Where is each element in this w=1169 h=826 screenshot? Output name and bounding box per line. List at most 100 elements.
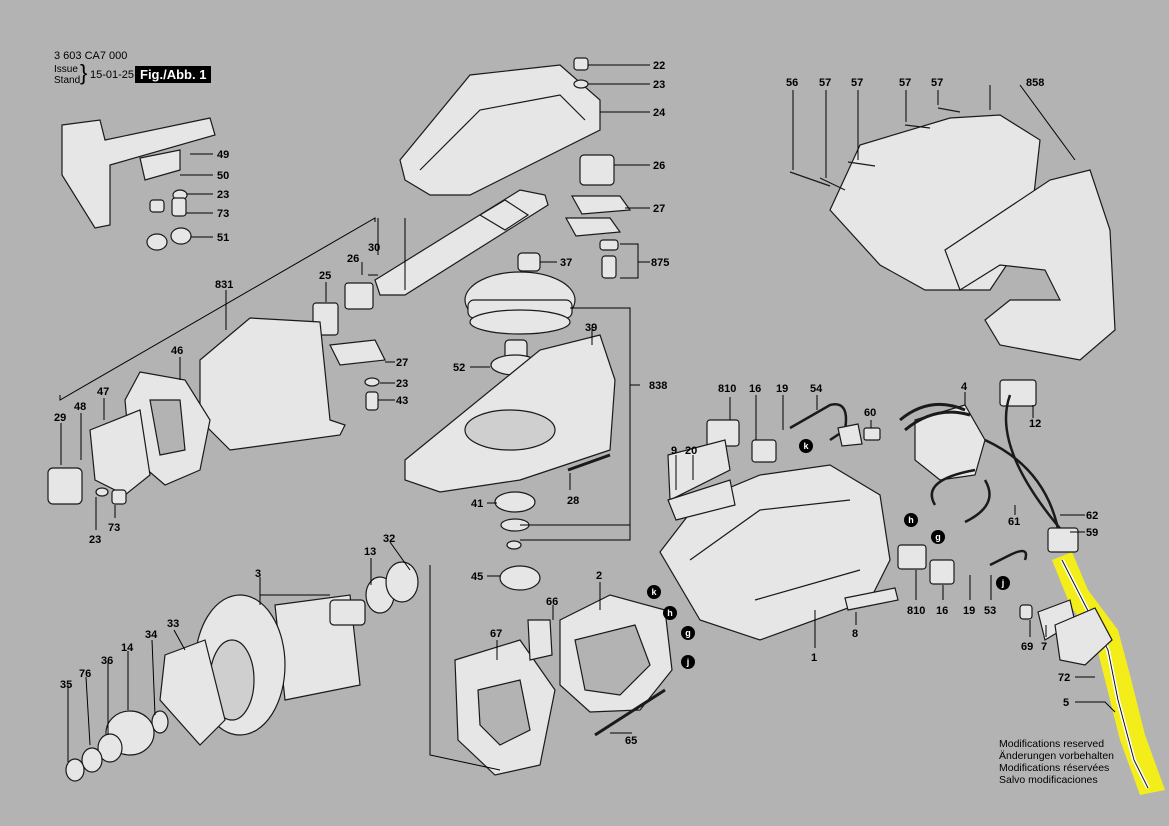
part-number-label: 76 xyxy=(79,668,91,680)
part-number-label: 23 xyxy=(89,534,101,546)
figure-badge: Fig./Abb. 1 xyxy=(135,66,212,83)
part-number-label: 1 xyxy=(811,652,817,664)
part-number-label: 49 xyxy=(217,149,229,161)
part-number-label: 53 xyxy=(984,605,996,617)
part-number-label: 5 xyxy=(1063,697,1069,709)
connector-letter: h xyxy=(908,515,914,525)
part-number-label: 54 xyxy=(810,383,823,395)
part-number-label: 20 xyxy=(685,445,697,457)
part-number-label: 59 xyxy=(1086,527,1098,539)
connector-markers: k h g j k h g j xyxy=(647,439,1010,669)
part-number-label: 50 xyxy=(217,170,229,182)
connector-letter: j xyxy=(686,657,690,667)
document-number: 3 603 CA7 000 xyxy=(54,50,128,62)
connector-marker-h xyxy=(904,513,918,527)
part-number-label: 47 xyxy=(97,386,109,398)
connector-marker-g xyxy=(681,626,695,640)
part-number-label: 4 xyxy=(961,381,968,393)
part-number-label: 30 xyxy=(368,242,380,254)
notice-line: Modifications reserved xyxy=(999,738,1105,750)
part-number-label: 41 xyxy=(471,498,483,510)
part-number-label: 29 xyxy=(54,412,66,424)
connector-marker-j xyxy=(996,576,1010,590)
part-number-label: 23 xyxy=(217,189,229,201)
part-number-label: 73 xyxy=(108,522,120,534)
connector-letter: g xyxy=(935,532,941,542)
part-number-label: 858 xyxy=(1026,77,1044,89)
part-number-label: 19 xyxy=(963,605,975,617)
part-number-label: 27 xyxy=(396,357,408,369)
part-number-label: 52 xyxy=(453,362,465,374)
part-number-label: 13 xyxy=(364,546,376,558)
modification-notice: Modifications reserved Änderungen vorbeh… xyxy=(999,738,1114,786)
part-number-label: 60 xyxy=(864,407,876,419)
issue-stand-labels: Issue Stand xyxy=(54,64,80,86)
part-number-label: 57 xyxy=(819,77,831,89)
connector-marker-k xyxy=(799,439,813,453)
part-number-label: 16 xyxy=(749,383,761,395)
part-number-label: 14 xyxy=(121,642,134,654)
part-number-label: 12 xyxy=(1029,418,1041,430)
part-number-label: 43 xyxy=(396,395,408,407)
connector-marker-h xyxy=(663,606,677,620)
leader-lines xyxy=(59,64,1116,771)
part-number-label: 57 xyxy=(931,77,943,89)
part-number-label: 16 xyxy=(936,605,948,617)
part-number-label: 838 xyxy=(649,380,667,392)
part-number-label: 19 xyxy=(776,383,788,395)
connector-letter: g xyxy=(685,628,691,638)
part-number-label: 27 xyxy=(653,203,665,215)
part-number-label: 61 xyxy=(1008,516,1020,528)
part-number-label: 46 xyxy=(171,345,183,357)
part-number-label: 28 xyxy=(567,495,579,507)
part-number-label: 32 xyxy=(383,533,395,545)
part-number-label: 2 xyxy=(596,570,602,582)
connector-letter: k xyxy=(651,587,657,597)
notice-line: Änderungen vorbehalten xyxy=(999,750,1115,762)
part-number-label: 831 xyxy=(215,279,233,291)
part-number-label: 56 xyxy=(786,77,798,89)
connector-letter: h xyxy=(667,608,673,618)
part-number-label: 25 xyxy=(319,270,331,282)
part-number-label: 66 xyxy=(546,596,558,608)
part-number-label: 57 xyxy=(899,77,911,89)
part-number-label: 810 xyxy=(907,605,925,617)
highlighted-mains-cable xyxy=(1052,552,1165,795)
part-number-label: 23 xyxy=(653,79,665,91)
part-number-label: 65 xyxy=(625,735,637,747)
part-number-label: 8 xyxy=(852,628,858,640)
part-number-label: 26 xyxy=(347,253,359,265)
part-number-label: 73 xyxy=(217,208,229,220)
part-number-label: 67 xyxy=(490,628,502,640)
part-number-label: 35 xyxy=(60,679,72,691)
stand-label: Stand xyxy=(54,75,81,86)
part-number-label: 22 xyxy=(653,60,665,72)
part-number-label: 23 xyxy=(396,378,408,390)
notice-line: Salvo modificaciones xyxy=(999,774,1098,786)
part-number-label: 69 xyxy=(1021,641,1033,653)
connector-marker-g xyxy=(931,530,945,544)
part-shapes xyxy=(47,57,1116,782)
part-number-label: 51 xyxy=(217,232,229,244)
part-number-label: 7 xyxy=(1041,641,1047,653)
part-labels: 22 23 24 26 27 37 875 49 50 23 73 51 831… xyxy=(54,60,1098,747)
part-number-label: 34 xyxy=(145,629,158,641)
part-number-label: 3 xyxy=(255,568,261,580)
connector-marker-k xyxy=(647,585,661,599)
part-number-label: 810 xyxy=(718,383,736,395)
part-number-label: 57 xyxy=(851,77,863,89)
connector-letter: j xyxy=(1001,578,1005,588)
connector-marker-j xyxy=(681,655,695,669)
part-number-label: 24 xyxy=(653,107,666,119)
notice-line: Modifications réservées xyxy=(999,762,1110,774)
part-number-label: 37 xyxy=(560,257,572,269)
issue-label: Issue xyxy=(54,64,78,75)
brace-glyph: } xyxy=(80,60,88,85)
part-number-label: 48 xyxy=(74,401,86,413)
connector-letter: k xyxy=(803,441,809,451)
part-number-label: 72 xyxy=(1058,672,1070,684)
part-number-label: 26 xyxy=(653,160,665,172)
part-number-label: 33 xyxy=(167,618,179,630)
